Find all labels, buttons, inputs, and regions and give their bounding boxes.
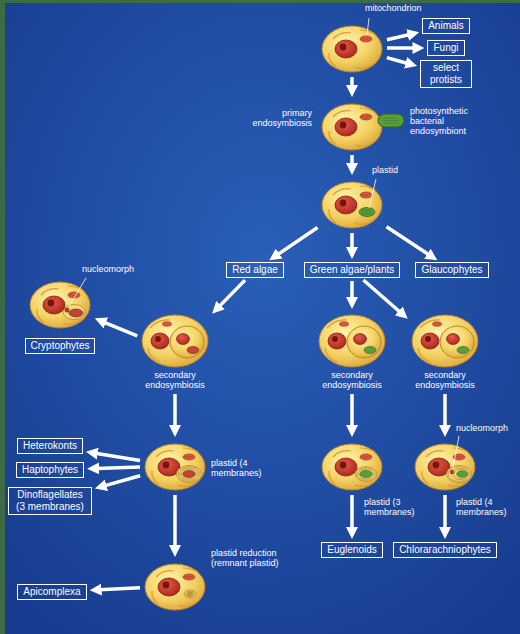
annotation-label: photosynthetic bacterial endosymbiont bbox=[410, 106, 484, 136]
cell-node: mitochondrion bbox=[320, 22, 384, 74]
annotation-label: plastid (4 membranes) bbox=[211, 458, 273, 478]
cell-node: secondary endosymbiosis bbox=[410, 312, 480, 391]
annotation-label: plastid (3 membranes) bbox=[364, 497, 426, 517]
lineage-box: Apicomplexa bbox=[17, 584, 86, 600]
cell-node: secondary endosymbiosis bbox=[317, 312, 387, 391]
lineage-label: Green algae/plants bbox=[310, 264, 395, 276]
lineage-arrow bbox=[387, 58, 408, 64]
cell-picture bbox=[322, 104, 382, 150]
cell-node: plastid (4 membranes) bbox=[143, 440, 207, 492]
lineage-arrow bbox=[443, 495, 447, 529]
cell-node: plastid (3 membranes) bbox=[320, 440, 384, 492]
lineage-arrow bbox=[443, 394, 447, 427]
lineage-arrow bbox=[97, 467, 140, 468]
lineage-box: Glaucophytes bbox=[415, 262, 488, 278]
background bbox=[5, 3, 520, 634]
cell-picture bbox=[322, 26, 382, 72]
cell-picture bbox=[322, 444, 382, 490]
cell-picture bbox=[142, 315, 208, 367]
lineage-box: select protists bbox=[420, 60, 472, 88]
lineage-arrow bbox=[350, 495, 354, 529]
lineage-box: Red algae bbox=[226, 262, 284, 278]
lineage-arrow bbox=[350, 77, 354, 87]
lineage-arrow bbox=[350, 155, 354, 165]
cell-node: nucleomorph bbox=[28, 278, 92, 330]
lineage-arrow bbox=[350, 233, 354, 249]
lineage-label: Red algae bbox=[232, 264, 278, 276]
annotation-label: secondary endosymbiosis bbox=[140, 370, 210, 390]
lineage-box: Haptophytes bbox=[16, 462, 84, 478]
leader-line bbox=[69, 278, 86, 306]
lineage-arrow bbox=[387, 227, 430, 255]
lineage-box: Heterokonts bbox=[17, 438, 83, 454]
lineage-label: Haptophytes bbox=[22, 464, 78, 476]
lineage-arrow bbox=[350, 394, 354, 427]
lineage-label: Fungi bbox=[433, 42, 458, 54]
lineage-arrow bbox=[173, 394, 177, 427]
lineage-arrow bbox=[387, 34, 410, 39]
lineage-box: Euglenoids bbox=[321, 542, 382, 558]
lineage-arrow bbox=[104, 322, 138, 336]
lineage-arrow bbox=[277, 227, 317, 254]
lineage-arrow bbox=[219, 280, 245, 307]
lineage-box: Animals bbox=[422, 18, 470, 34]
cell-picture bbox=[30, 282, 90, 328]
lineage-label: Glaucophytes bbox=[421, 264, 482, 276]
cell-picture bbox=[322, 182, 382, 228]
leader-line bbox=[367, 18, 369, 35]
lineage-label: select protists bbox=[426, 62, 466, 86]
lineage-box: Green algae/plants bbox=[304, 262, 401, 278]
lineage-label: Apicomplexa bbox=[23, 586, 80, 598]
cell-picture bbox=[412, 315, 478, 367]
cell-picture bbox=[319, 315, 385, 367]
lineage-label: Heterokonts bbox=[23, 440, 77, 452]
lineage-box: Fungi bbox=[427, 40, 464, 56]
lineage-arrow bbox=[104, 476, 140, 486]
lineage-label: Cryptophytes bbox=[31, 340, 90, 352]
lineage-box: Dinoflagellates (3 membranes) bbox=[8, 487, 92, 515]
bacterium-symbol bbox=[378, 114, 404, 127]
lineage-label: Animals bbox=[428, 20, 464, 32]
lineage-label: Euglenoids bbox=[327, 544, 376, 556]
lineage-box: Chlorarachniophytes bbox=[393, 542, 497, 558]
leader-lines bbox=[69, 18, 459, 468]
cell-node: plastid reduction (remnant plastid) bbox=[143, 560, 207, 612]
cell-node: nucleomorphplastid (4 membranes) bbox=[413, 440, 477, 492]
annotation-label: primary endosymbiosis bbox=[228, 108, 312, 128]
cell-picture bbox=[145, 564, 205, 610]
lineage-label: Chlorarachniophytes bbox=[399, 544, 491, 556]
lineage-label: Dinoflagellates (3 membranes) bbox=[14, 489, 86, 513]
cell-node: secondary endosymbiosis bbox=[140, 312, 210, 391]
annotation-label: secondary endosymbiosis bbox=[317, 370, 387, 390]
annotation-label: plastid bbox=[372, 165, 422, 175]
cell-node: plastid bbox=[320, 178, 384, 230]
cell-node: primary endosymbiosisphotosynthetic bact… bbox=[320, 100, 384, 152]
annotation-label: mitochondrion bbox=[365, 3, 447, 13]
annotation-label: nucleomorph bbox=[456, 423, 516, 433]
lineage-arrow bbox=[95, 453, 140, 460]
lineage-box: Cryptophytes bbox=[25, 338, 96, 354]
annotation-label: plastid reduction (remnant plastid) bbox=[211, 548, 311, 568]
cell-picture bbox=[145, 444, 205, 490]
lineage-arrow bbox=[387, 46, 415, 50]
leader-line bbox=[369, 179, 376, 208]
lineage-arrow bbox=[350, 281, 354, 299]
annotation-label: secondary endosymbiosis bbox=[410, 370, 480, 390]
lineage-arrow bbox=[173, 495, 177, 547]
lineage-arrow bbox=[363, 280, 400, 313]
cell-picture bbox=[415, 444, 475, 490]
annotation-label: nucleomorph bbox=[82, 264, 152, 274]
leader-line bbox=[453, 436, 459, 468]
lineage-arrow bbox=[99, 588, 140, 590]
annotation-label: plastid (4 membranes) bbox=[456, 497, 514, 517]
